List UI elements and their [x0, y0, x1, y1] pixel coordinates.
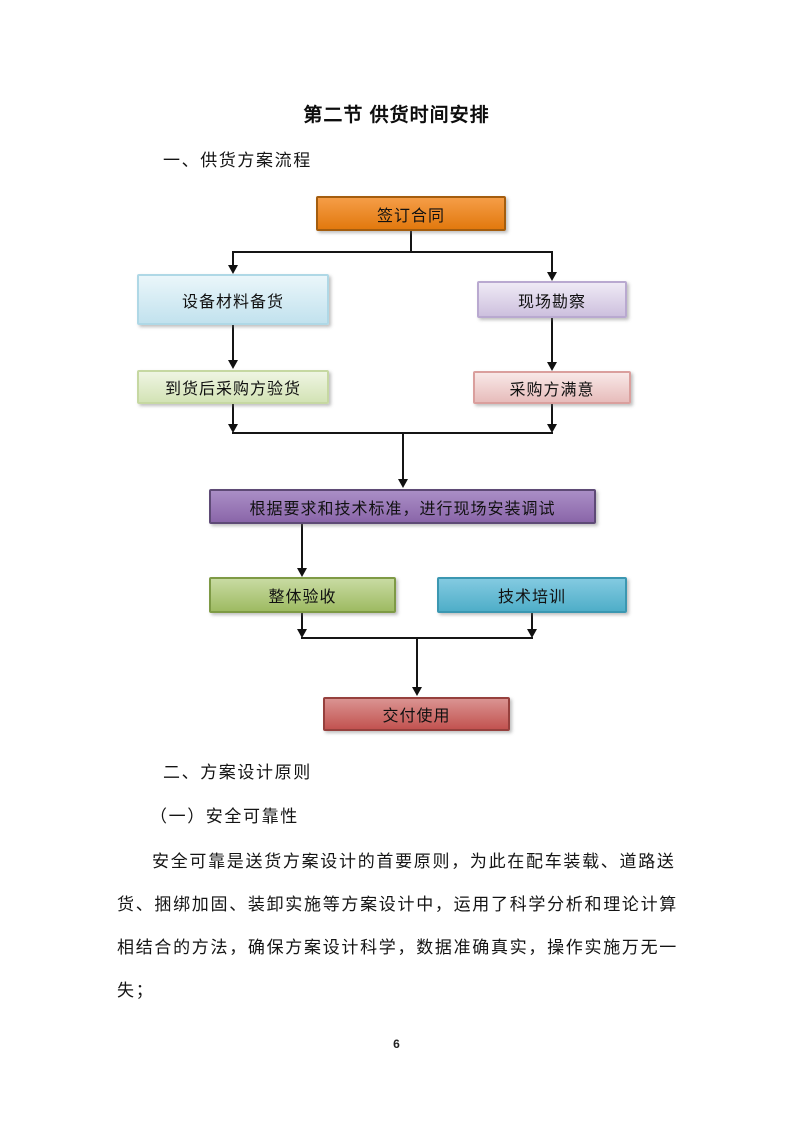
- connector-line: [551, 404, 553, 426]
- arrowhead-icon: [228, 424, 238, 433]
- connector-line: [551, 318, 553, 364]
- page-number: 6: [393, 1037, 400, 1051]
- flow-node-site-survey: 现场勘察: [477, 281, 627, 318]
- flow-node-sign-contract: 签订合同: [316, 196, 506, 231]
- body-paragraph-line: 失；: [117, 981, 155, 1000]
- arrowhead-icon: [297, 568, 307, 577]
- connector-line: [232, 251, 553, 253]
- connector-line: [232, 404, 234, 426]
- page-title: 第二节 供货时间安排: [303, 105, 490, 126]
- flow-node-label: 到货后采购方验货: [164, 381, 301, 398]
- arrowhead-icon: [547, 362, 557, 371]
- connector-line: [416, 637, 418, 689]
- arrowhead-icon: [547, 272, 557, 281]
- connector-line: [531, 613, 533, 631]
- arrowhead-icon: [527, 629, 537, 638]
- body-paragraph-line: 相结合的方法，确保方案设计科学，数据准确真实，操作实施万无一: [117, 938, 678, 957]
- arrowhead-icon: [297, 629, 307, 638]
- flow-node-equipment-stock: 设备材料备货: [137, 274, 329, 325]
- flow-node-delivery: 交付使用: [323, 697, 510, 731]
- connector-line: [232, 251, 234, 267]
- arrowhead-icon: [412, 687, 422, 696]
- section-heading-process: 一、供货方案流程: [163, 151, 312, 170]
- arrowhead-icon: [228, 360, 238, 369]
- connector-line: [301, 524, 303, 570]
- flow-node-label: 技术培训: [497, 589, 566, 606]
- flow-node-label: 现场勘察: [517, 293, 586, 311]
- subsection-heading-safety: （一）安全可靠性: [150, 807, 299, 826]
- flow-node-label: 整体验收: [268, 589, 337, 606]
- flow-node-label: 设备材料备货: [181, 293, 284, 311]
- connector-line: [232, 432, 553, 434]
- connector-line: [402, 432, 404, 481]
- flow-node-install-debug: 根据要求和技术标准，进行现场安装调试: [209, 489, 596, 524]
- section-heading-principles: 二、方案设计原则: [163, 763, 312, 782]
- flow-node-tech-training: 技术培训: [437, 577, 627, 613]
- flow-node-overall-acceptance: 整体验收: [209, 577, 396, 613]
- connector-line: [551, 251, 553, 273]
- connector-line: [232, 325, 234, 362]
- connector-line: [301, 613, 303, 631]
- flow-node-label: 采购方满意: [509, 381, 595, 399]
- flow-node-label: 根据要求和技术标准，进行现场安装调试: [249, 500, 556, 518]
- supply-flowchart: 签订合同 设备材料备货 现场勘察 到货后采购方验货 采购方满意 根据要求和技术标…: [137, 196, 631, 731]
- flow-node-label: 交付使用: [382, 708, 451, 725]
- arrowhead-icon: [547, 424, 557, 433]
- connector-line: [410, 231, 412, 253]
- arrowhead-icon: [398, 479, 408, 488]
- arrowhead-icon: [228, 265, 238, 274]
- body-paragraph-line: 货、捆绑加固、装卸实施等方案设计中，运用了科学分析和理论计算: [117, 895, 678, 914]
- flow-node-buyer-satisfied: 采购方满意: [473, 371, 631, 404]
- flow-node-label: 签订合同: [376, 207, 445, 225]
- body-paragraph-line: 安全可靠是送货方案设计的首要原则，为此在配车装载、道路送: [152, 852, 676, 871]
- flow-node-goods-inspection: 到货后采购方验货: [137, 370, 329, 404]
